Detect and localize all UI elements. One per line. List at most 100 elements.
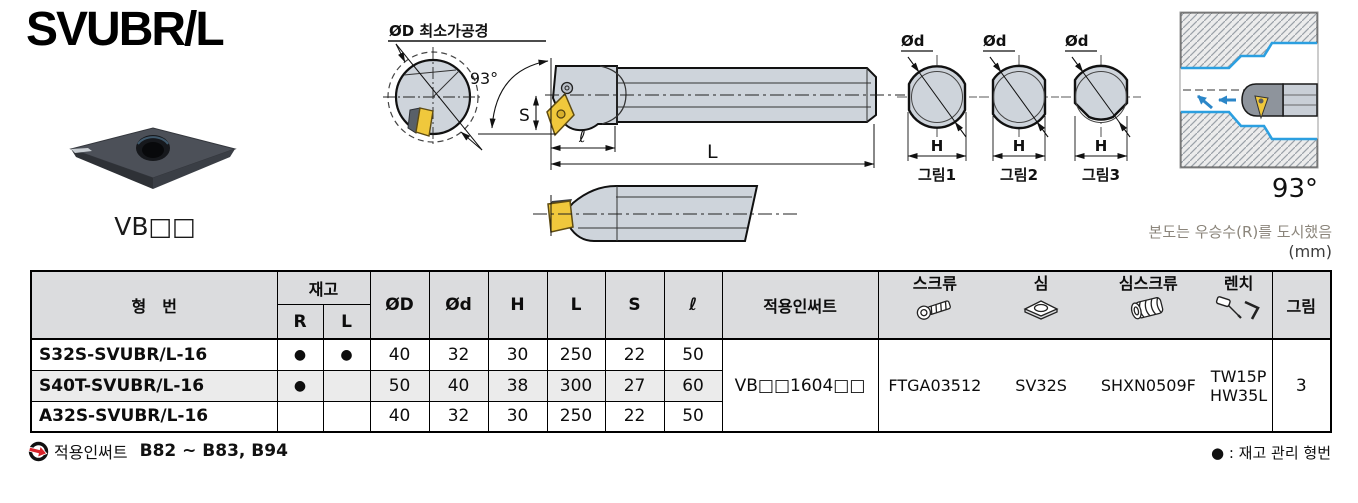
dim-cell: 40 [428,369,489,402]
shim-value: SV32S [1015,376,1067,395]
insert-right-face [153,149,235,189]
section2-dia-label: Ød [983,32,1007,50]
parts-cell: FTGA03512 SV32S SHXN0509F TW15P HW35L [877,338,1273,433]
model-cell: S40T-SVUBR/L-16 [30,369,278,402]
header-shim: 심 [991,272,1091,337]
dim-cell: 60 [663,369,723,402]
header-stock: 재고 [276,270,371,305]
insert-edge-highlight [71,148,92,153]
angle-93-label: 93° [470,69,498,88]
shim-screw-value: SHXN0509F [1100,376,1196,395]
header-dim-H: H [487,270,548,340]
header-stock-r: R [276,304,324,340]
dim-cell: 27 [604,369,665,402]
spec-table-wrap: 형 번 재고 ØD Ød H L S ℓ 적용인써트 스크류 [30,270,1333,433]
insert-designation: VB□□ [114,212,196,241]
dim-cell: 32 [428,338,489,371]
header-dim-l: ℓ [663,270,723,340]
hand-note: 본도는 우승수(R)를 도시했음 [1148,223,1332,241]
dim-cell: 30 [487,400,548,433]
screw-value: FTGA03512 [888,376,982,395]
header-shim-screw: 심스크류 [1091,272,1206,337]
header-dim-S: S [604,270,665,340]
feed-arrow-diagonal [1197,94,1213,110]
insert-photo [69,127,237,189]
stock-r-cell [276,400,324,433]
stock-r-cell: ● [276,338,324,371]
cross-section-2: Ød H 그림2 [979,32,1059,184]
wrench-icon [1215,296,1260,320]
dim-cell: 50 [369,369,430,402]
page-title: SVUBR/L [26,3,225,56]
cross-section-1: Ød H 그림1 [897,32,977,184]
section3-h-label: H [1095,137,1108,155]
reference-arrow-icon [28,441,49,461]
side-view-upper: 93° S ℓ L [470,58,905,170]
header-figure: 그림 [1271,270,1332,340]
dim-cell: 50 [663,400,723,433]
min-bore-label: ØD 최소가공경 [389,22,488,40]
section1-h-label: H [931,137,944,155]
dim-cell: 50 [663,338,723,371]
header-insert: 적용인써트 [721,270,879,340]
l-small-dim-label: ℓ [578,127,586,146]
stock-l-cell [322,369,371,402]
shim-screw-icon [1131,297,1164,320]
dim-cell: 22 [604,338,665,371]
stock-legend: ● : 재고 관리 형번 [1210,444,1331,462]
figure-cell: 3 [1271,338,1332,433]
dim-cell: 22 [604,400,665,433]
header-stock-l: L [322,304,371,340]
bore-profile-upper [1181,41,1317,70]
stock-r-cell: ● [276,369,324,402]
dim-cell: 30 [487,338,548,371]
shim-icon [1023,300,1059,320]
table-row-3: A32S-SVUBR/L-16 40 32 30 250 22 50 [30,400,1331,433]
footer-insert-pages: B82 ~ B83, B94 [139,441,288,461]
unit-note: (mm) [1288,242,1332,261]
header-dim-Od: Ød [428,270,489,340]
header-parts: 스크류 [877,270,1273,340]
dim-cell: 40 [369,400,430,433]
stock-l-cell: ● [322,338,371,371]
tool-shank [1282,83,1318,117]
end-view-insert [415,107,434,137]
section3-caption: 그림3 [1082,166,1120,184]
dim-cell: 38 [487,369,548,402]
dim-cell: 250 [546,400,606,433]
dim-cell: 32 [428,400,489,433]
footer-insert-ref: 적용인써트 B82 ~ B83, B94 [27,439,288,463]
screw-icon [916,300,951,320]
bore-profile-lower [1181,110,1317,141]
stock-l-cell [322,400,371,433]
cross-section-3: Ød H 그림3 [1061,32,1141,184]
dim-cell: 250 [546,338,606,371]
technical-drawings: ØD 최소가공경 93° S ℓ [383,11,1319,242]
footer-insert-label: 적용인써트 [54,443,128,462]
header-screw: 스크류 [879,272,991,337]
dim-cell: 300 [546,369,606,402]
header-dim-L: L [546,270,606,340]
machining-illustration: 93° [1179,11,1319,204]
insert-left-face [71,149,153,189]
tool-insert [1254,95,1269,120]
spec-table: 형 번 재고 ØD Ød H L S ℓ 적용인써트 스크류 [30,270,1333,433]
table-row-2: S40T-SVUBR/L-16 ● 50 40 38 300 27 60 [30,369,1331,402]
drawing-note: 본도는 우승수(R)를 도시했음 (mm) [1149,222,1332,262]
end-view: ØD 최소가공경 [383,22,546,151]
s-dim-label: S [519,106,530,126]
section3-dia-label: Ød [1065,32,1089,50]
header-wrench: 렌치 [1206,272,1271,337]
lower-insert [547,200,574,233]
header-model: 형 번 [30,270,278,340]
l-dim-label: L [707,141,718,163]
model-cell: A32S-SVUBR/L-16 [30,400,278,433]
side-view-lower [533,185,800,242]
machining-angle-label: 93° [1272,174,1318,204]
insert-hole-rim [137,136,169,145]
wrench-value: TW15P HW35L [1210,366,1268,405]
section1-dia-label: Ød [901,32,925,50]
section2-caption: 그림2 [1000,166,1038,184]
table-row-1: S32S-SVUBR/L-16 ● ● 40 32 30 250 22 50 V… [30,338,1332,433]
